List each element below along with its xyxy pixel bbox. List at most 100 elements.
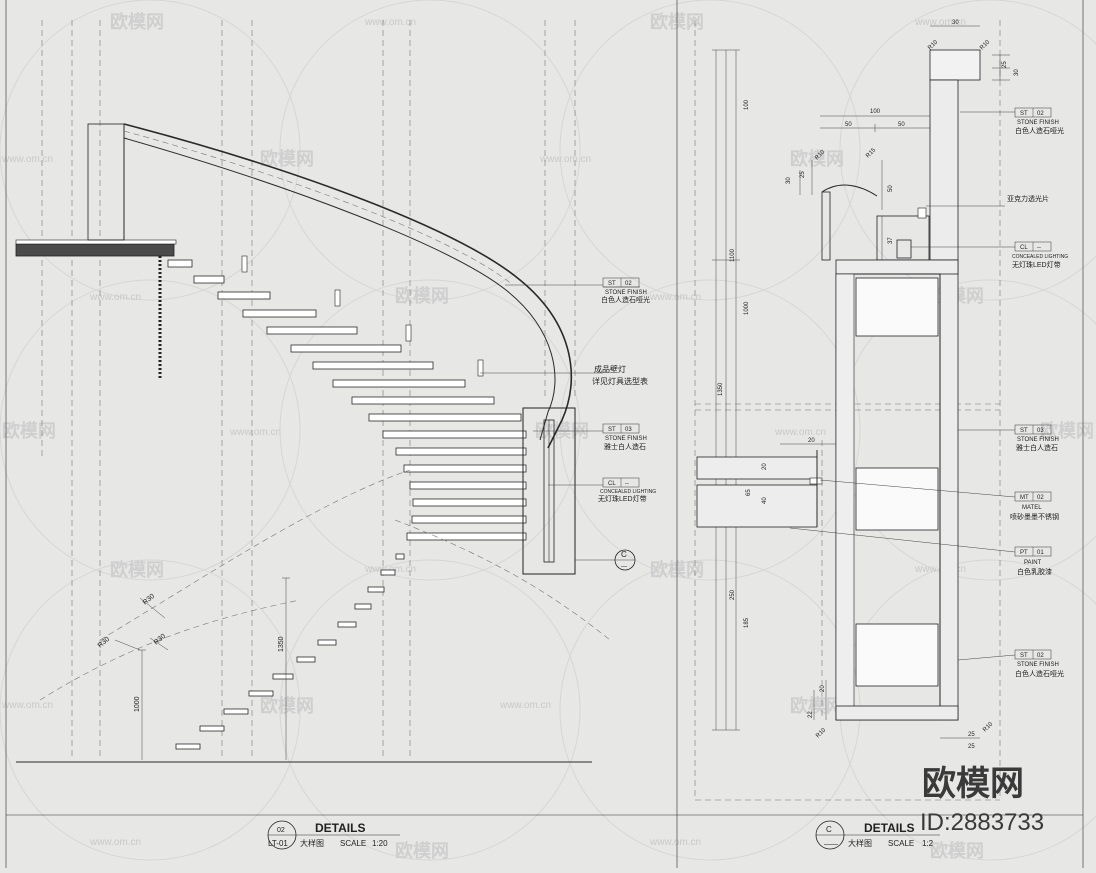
callout-line1: STONE FINISH [1017, 120, 1059, 126]
callout-line1: 亚克力透光片 [1007, 194, 1049, 203]
dim-width: 50 [845, 122, 852, 128]
watermark-url: www.om.cn [229, 427, 281, 438]
dim-height: 1350 [718, 382, 724, 396]
left-title-block [267, 820, 400, 850]
watermark-url: www.om.cn [499, 700, 551, 711]
callout-num: 02 [1037, 111, 1044, 117]
callout-line2: 喷砂墨墨不锈钢 [1010, 512, 1059, 521]
callout-num: 02 [1037, 653, 1044, 659]
callout-line1: CONCEALED LIGHTING [600, 489, 656, 495]
callout-code: PT [1020, 550, 1028, 556]
dim-radius: R30 [97, 636, 111, 650]
callout-line2: 无灯珠LED灯带 [598, 494, 647, 503]
watermark-brand: 欧模网 [2, 420, 56, 441]
scale-label: SCALE [340, 839, 366, 848]
detail-title: DETAILS [864, 821, 914, 835]
watermark-url: www.om.cn [89, 292, 141, 303]
brand-logo-text: 欧模网 [922, 765, 1024, 803]
callout-num: 03 [1037, 428, 1044, 434]
callout-code: ST [1020, 428, 1028, 434]
callout-line2: 白色人造石哑光 [1015, 669, 1064, 678]
dim-height: 1350 [278, 636, 285, 652]
watermark-brand: 欧模网 [260, 148, 314, 169]
watermark-brand: 欧模网 [930, 840, 984, 861]
dim-width: 25 [968, 732, 975, 738]
dim-height: 25 [1002, 61, 1008, 68]
dim-height: 65 [746, 489, 752, 496]
callout-line1: CONCEALED LIGHTING [1012, 254, 1068, 260]
watermark-brand: 欧模网 [110, 11, 164, 32]
callout-line1: STONE FINISH [1017, 437, 1059, 443]
callout-num: 01 [1037, 550, 1044, 556]
watermark-brand: 欧模网 [790, 148, 844, 169]
dim-radius: R10 [815, 727, 827, 739]
watermark-brand: 欧模网 [395, 285, 449, 306]
scale-value: 1:2 [922, 839, 934, 848]
watermark-url: www.om.cn [1, 700, 53, 711]
right-callout-boxes [1014, 107, 1052, 660]
watermark-url: www.om.cn [649, 837, 701, 848]
dim-height: 37 [888, 237, 894, 244]
detail-letter: C [826, 825, 832, 834]
dim-height: 100 [744, 99, 750, 110]
dim-height: 40 [762, 497, 768, 504]
callout-line1: STONE FINISH [1017, 662, 1059, 668]
dim-height: 50 [888, 185, 894, 192]
callout-line2: 无灯珠LED灯带 [1012, 260, 1061, 269]
callout-code: ST [608, 281, 616, 287]
left-callouts [480, 277, 640, 488]
watermark-url: www.om.cn [649, 292, 701, 303]
dim-width: 25 [968, 744, 975, 750]
callout-num: 02 [625, 281, 632, 287]
section-sub: — [621, 564, 627, 570]
dim-height: 30 [1014, 69, 1020, 76]
dim-height: 20 [820, 685, 826, 692]
section-c-detail [694, 20, 1016, 801]
dim-radius: R10 [982, 721, 994, 733]
watermark-brand: 欧模网 [1040, 420, 1094, 441]
callout-code: ST [608, 427, 616, 433]
callout-code: ST [1020, 653, 1028, 659]
watermark-brand: 欧模网 [790, 695, 844, 716]
callout-line1: STONE FINISH [605, 290, 647, 296]
right-title-block [815, 820, 940, 850]
callout-num: 02 [1037, 495, 1044, 501]
detail-number: 02 [277, 827, 285, 834]
detail-subtitle: 大样图 [848, 838, 872, 848]
model-id: ID:2883733 [920, 809, 1044, 836]
dim-height: 1100 [730, 248, 736, 262]
callout-line2: 白色人造石哑光 [1015, 126, 1064, 135]
detail-title: DETAILS [315, 821, 365, 835]
callout-line1: PAINT [1024, 560, 1042, 566]
callout-line1: 成品壁灯 [594, 364, 626, 374]
callout-line2: 雅士白人造石 [1016, 443, 1058, 452]
dim-height: 1000 [744, 301, 750, 315]
callout-num: 03 [625, 427, 632, 433]
dim-height: 22 [808, 711, 814, 718]
dim-height: 30 [786, 177, 792, 184]
detail-letter-sub: —— [824, 841, 838, 848]
watermark-url: www.om.cn [774, 427, 826, 438]
callout-line2: 白色乳胶漆 [1017, 567, 1052, 576]
dim-height: 185 [744, 617, 750, 628]
dim-width: 50 [898, 122, 905, 128]
callout-code: CL [608, 481, 616, 487]
callout-code: ST [1020, 111, 1028, 117]
watermark-brand: 欧模网 [260, 695, 314, 716]
dim-width: 20 [808, 438, 815, 444]
dim-radius: R15 [865, 147, 877, 159]
watermark-url: www.om.cn [364, 564, 416, 575]
sheet-frame [5, 0, 1084, 868]
dim-height: 1000 [134, 696, 141, 712]
dim-height: 20 [762, 463, 768, 470]
callout-code: CL [1020, 245, 1028, 251]
watermark-url: www.om.cn [1, 154, 53, 165]
watermark-url: www.om.cn [914, 17, 966, 28]
watermark-url: www.om.cn [539, 154, 591, 165]
callout-num: -- [1037, 245, 1041, 251]
dim-radius: R10 [979, 39, 991, 51]
callout-line2: 白色人造石哑光 [601, 295, 650, 304]
watermark-brand: 欧模网 [110, 559, 164, 580]
dim-height: 250 [730, 589, 736, 600]
